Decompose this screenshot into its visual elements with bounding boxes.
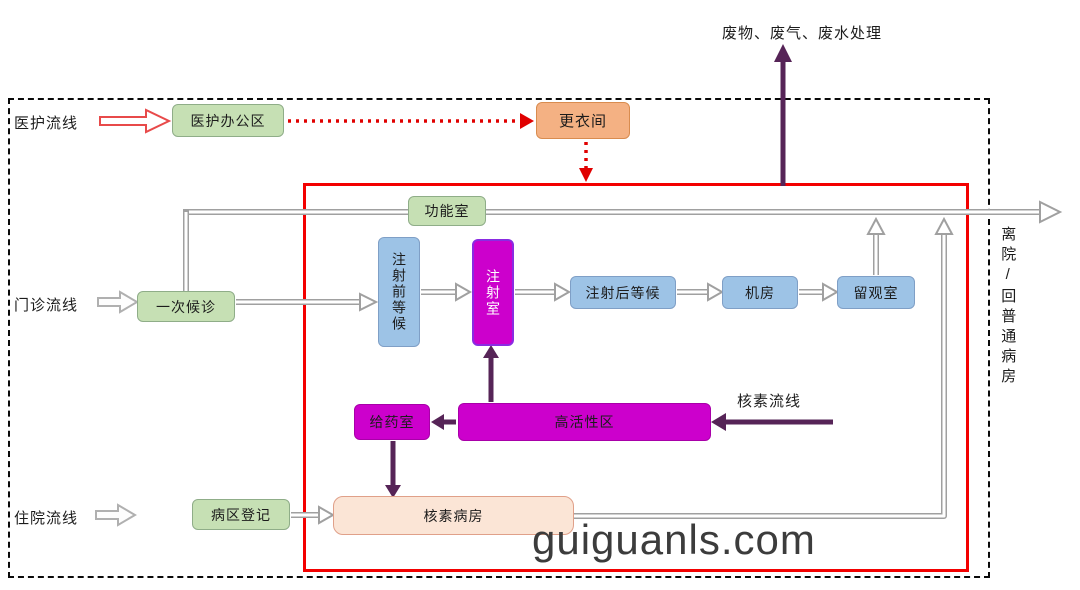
node-changing-room: 更衣间 [536,102,630,139]
waste-treatment-arrow [774,44,792,186]
exit-route-label: 离院/回普通病房 [999,226,1017,388]
controlled-area-red-boundary [303,183,969,572]
node-staff-office: 医护办公区 [172,104,284,137]
node-high-activity-area: 高活性区 [458,403,711,441]
node-ward-registration: 病区登记 [192,499,290,530]
node-machine-room: 机房 [722,276,798,309]
waste-treatment-label: 废物、废气、废水处理 [722,25,883,42]
node-observation-room: 留观室 [837,276,915,309]
watermark-text: guiguanls.com [532,516,816,563]
staff-dotted-route [288,113,593,182]
staff-flow-arrow [99,108,172,134]
nuclide-flow-arrows [385,345,833,498]
inpatient-route-lines [291,216,954,525]
outer-dashed-boundary [8,98,990,578]
inpatient-flow-label: 住院流线 [14,510,79,527]
node-nuclide-ward: 核素病房 [333,496,574,535]
node-first-waiting: 一次候诊 [137,291,235,322]
outpatient-flow-arrow [97,290,139,314]
exit-route-line [183,200,1063,291]
node-injection-room: 注射室 [472,239,514,346]
outpatient-flow-label: 门诊流线 [14,297,79,314]
nuclide-flow-label: 核素流线 [737,393,802,410]
node-pre-injection-waiting: 注射前等候 [378,237,420,347]
node-dosing-room: 给药室 [354,404,430,440]
outpatient-route-lines [236,216,886,312]
staff-flow-label: 医护流线 [14,115,79,132]
node-post-injection-waiting: 注射后等候 [570,276,676,309]
node-function-room: 功能室 [408,196,486,226]
inpatient-flow-arrow [95,503,137,527]
